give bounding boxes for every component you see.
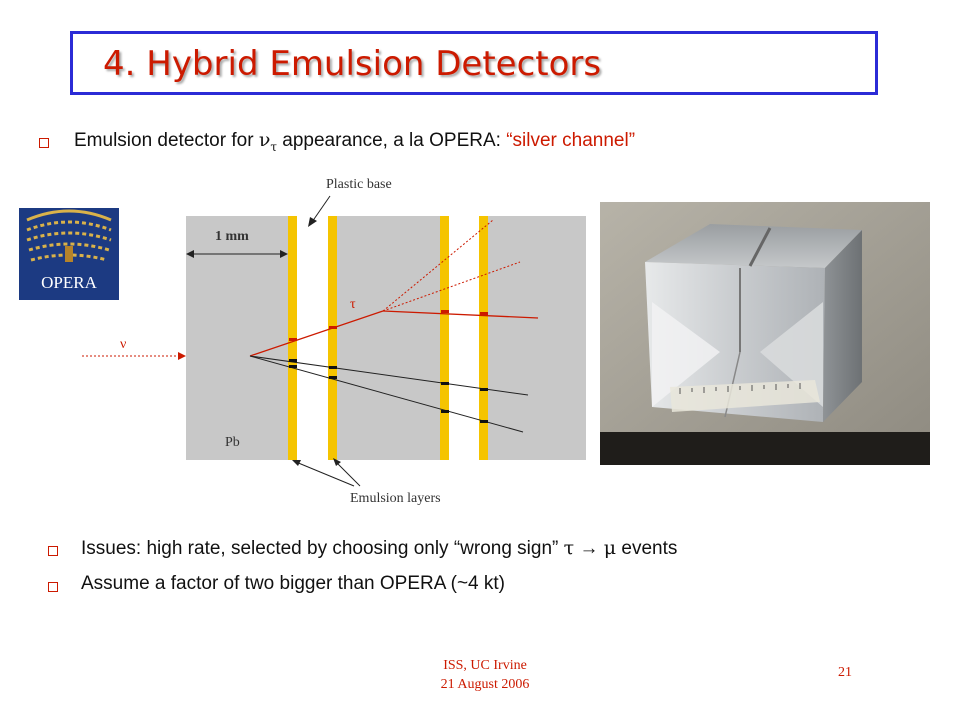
footer-venue: ISS, UC Irvine xyxy=(443,658,527,673)
bullet-icon xyxy=(48,546,58,556)
mu-symbol: μ xyxy=(603,537,617,559)
footer-venue-date: ISS, UC Irvine 21 August 2006 xyxy=(400,656,570,694)
opera-logo: OPERA xyxy=(19,208,119,300)
title-frame: 4. Hybrid Emulsion Detectors xyxy=(70,31,878,95)
page-number: 21 xyxy=(838,665,852,680)
tau-label: τ xyxy=(350,297,356,312)
beam-arrowhead xyxy=(178,352,186,360)
slide-title: 4. Hybrid Emulsion Detectors xyxy=(103,44,602,84)
emulsion-layers-label: Emulsion layers xyxy=(350,491,441,506)
bullet-line-3: Assume a factor of two bigger than OPERA… xyxy=(81,573,506,594)
plastic-base-label: Plastic base xyxy=(326,177,392,192)
bullet-line-2: Issues: high rate, selected by choosing … xyxy=(81,537,677,560)
tau-track xyxy=(249,310,384,357)
nu-symbol: ν xyxy=(258,129,271,151)
bullet-icon xyxy=(39,138,49,148)
arrow-symbol: → xyxy=(574,538,604,559)
brick-photo xyxy=(600,202,930,465)
line2-before: Issues: high rate, selected by choosing … xyxy=(81,538,564,559)
bullet-icon xyxy=(48,582,58,592)
bullet-line-1: Emulsion detector for ντ appearance, a l… xyxy=(74,129,635,154)
muon-track xyxy=(382,310,539,319)
nu-label: ν xyxy=(120,337,126,352)
tau-subscript: τ xyxy=(270,139,278,154)
emulsion-diagram: 1 mm Plastic base Emulsion layers Pb ν τ xyxy=(82,177,586,506)
silver-channel-text: “silver channel” xyxy=(506,130,636,151)
tau-symbol: τ xyxy=(563,537,575,559)
emulsion-layer xyxy=(440,216,449,460)
plastic-base-2 xyxy=(446,216,482,460)
decay-track xyxy=(382,261,521,312)
hadron-track xyxy=(249,355,524,433)
logo-text: OPERA xyxy=(41,273,97,292)
emulsion-hits xyxy=(289,310,488,423)
line1-after: appearance, a la OPERA: xyxy=(277,130,507,151)
plastic-base-1 xyxy=(294,216,334,460)
line1-before: Emulsion detector for xyxy=(74,130,259,151)
emulsion-layer xyxy=(328,216,337,460)
scale-label: 1 mm xyxy=(215,229,249,244)
footer-date: 21 August 2006 xyxy=(440,677,530,692)
pb-label: Pb xyxy=(225,435,240,450)
line2-after: events xyxy=(616,538,678,559)
lead-block xyxy=(186,216,586,460)
emulsion-layer xyxy=(479,216,488,460)
